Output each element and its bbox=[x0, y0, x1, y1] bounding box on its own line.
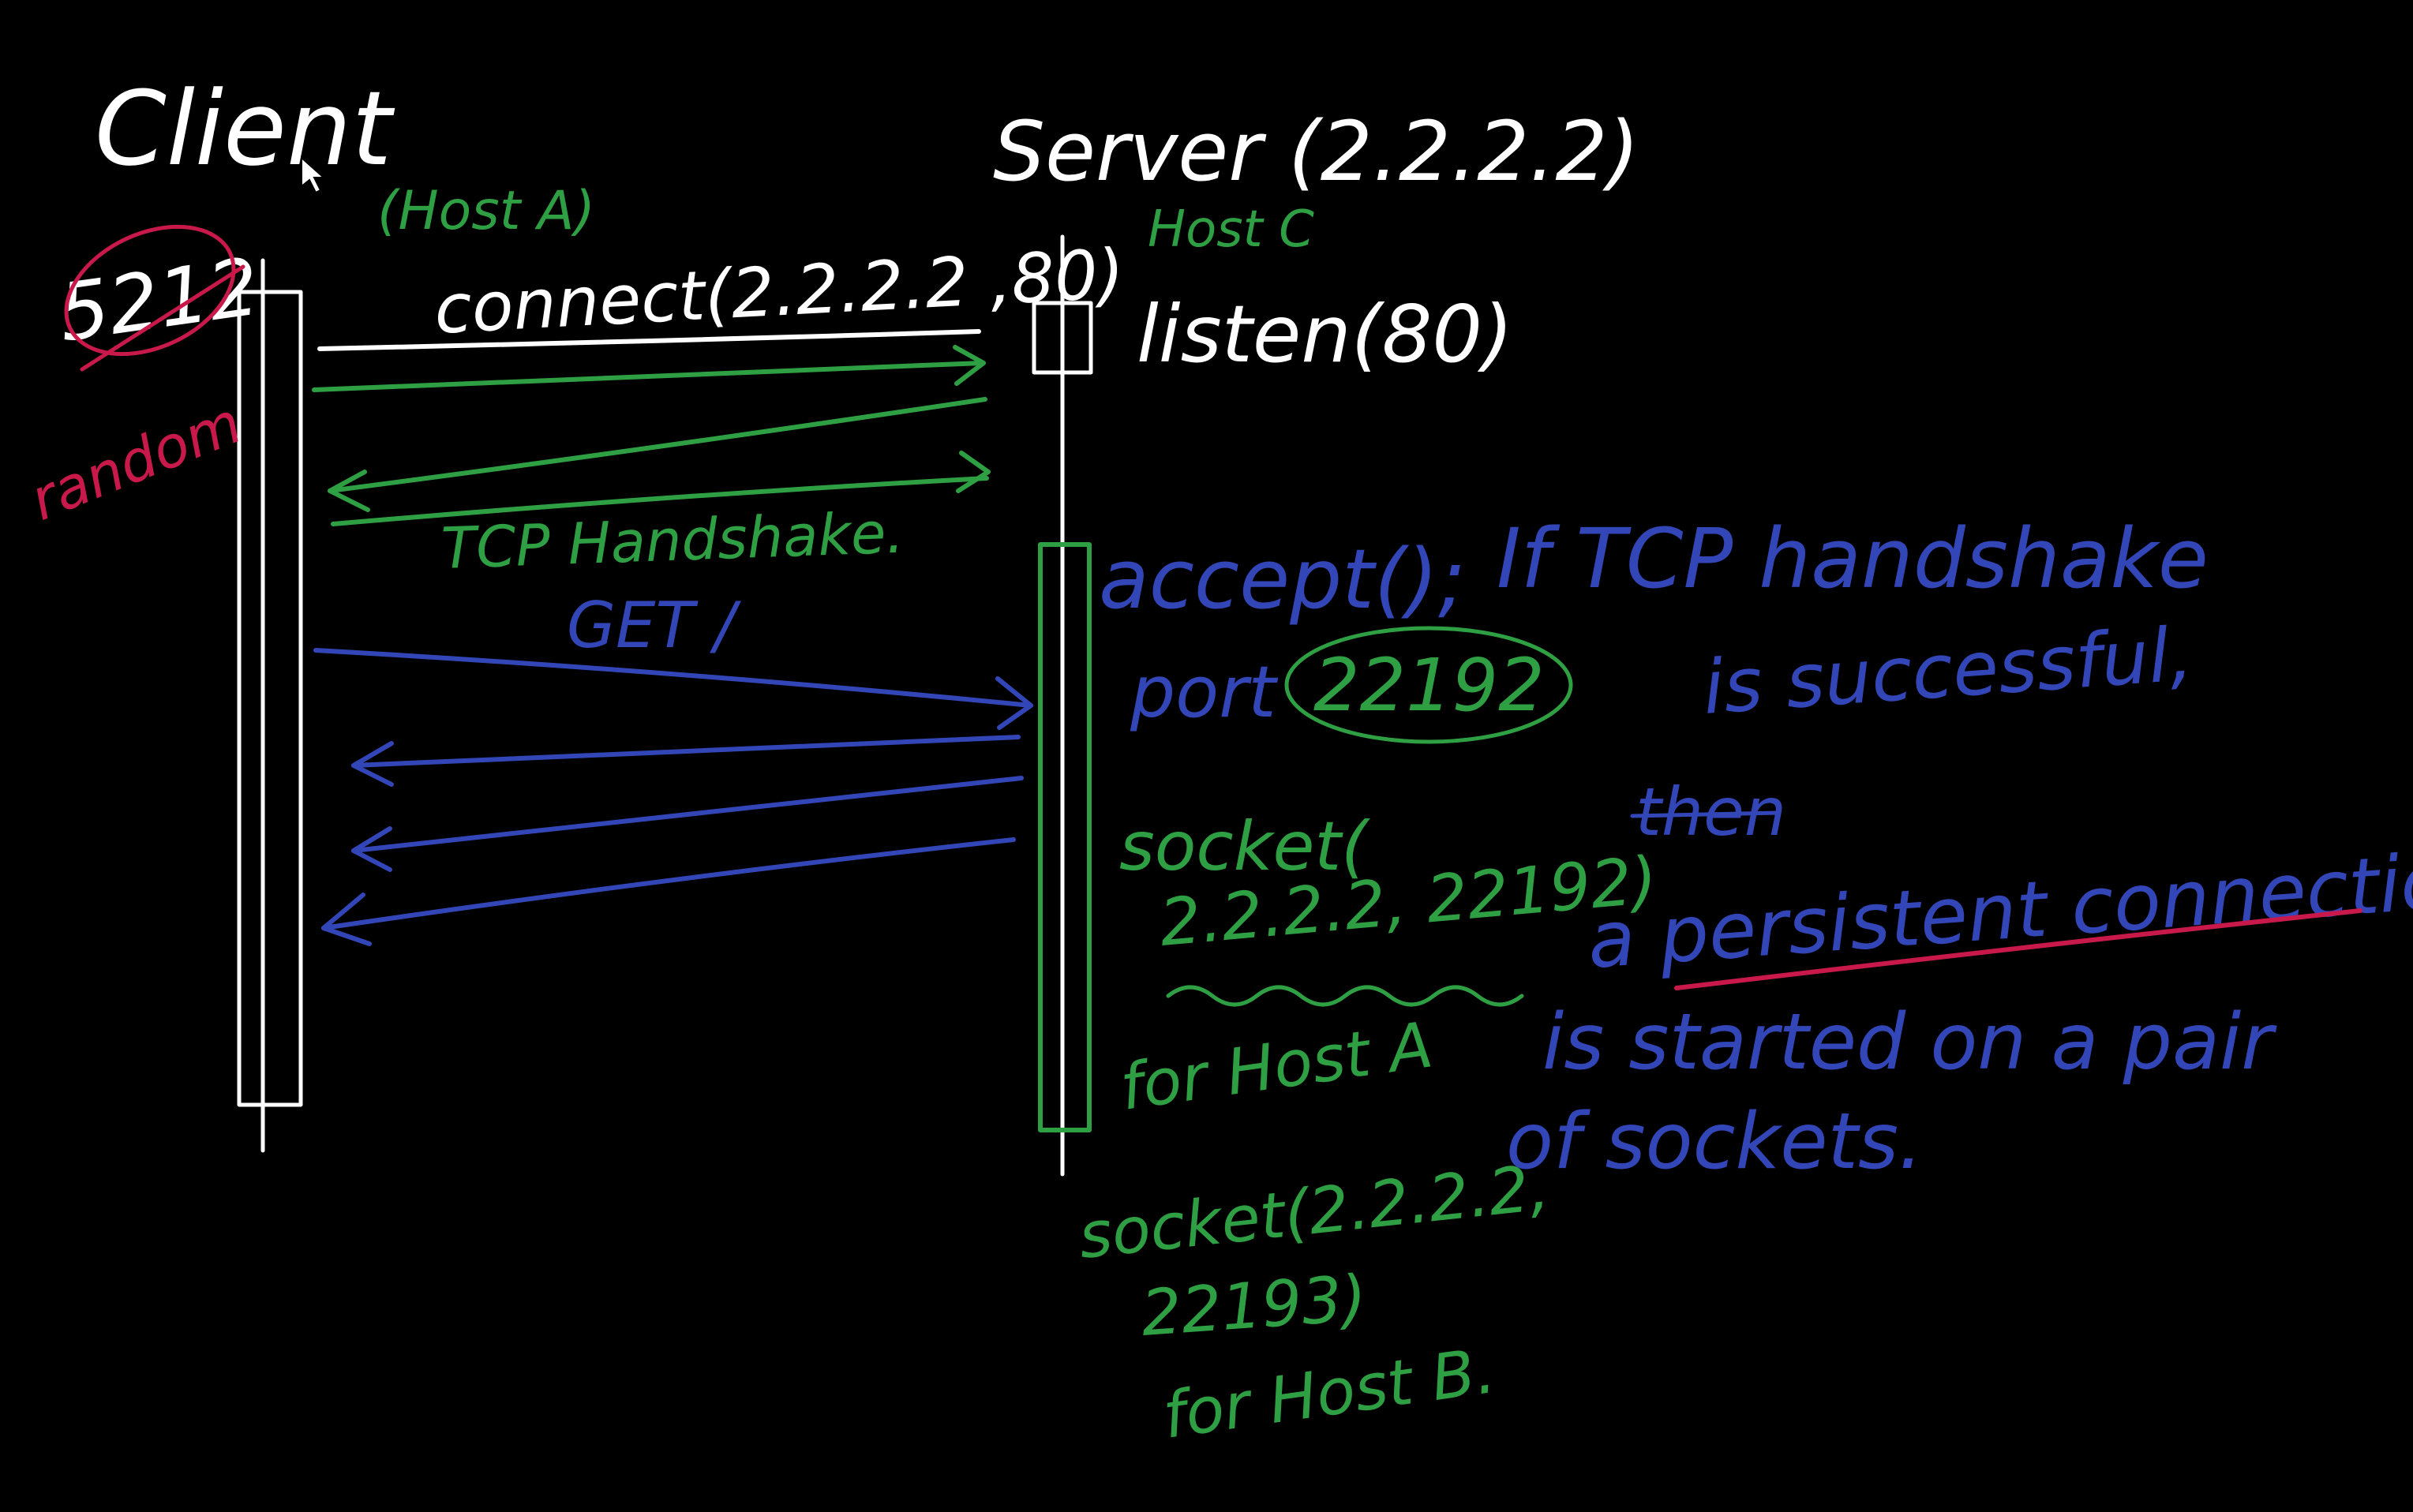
syn-ack-arrow bbox=[328, 397, 987, 493]
accept-activation-box bbox=[1038, 542, 1092, 1132]
accept-call: accept(); bbox=[1099, 531, 1466, 627]
socket-a-underline bbox=[1166, 985, 1524, 1007]
socket-b-line2: 22193) bbox=[1139, 1261, 1369, 1350]
tcp-handshake-arrows bbox=[312, 345, 991, 526]
port-circle bbox=[64, 224, 236, 357]
client-port-group: 5212 random bbox=[21, 224, 264, 533]
client-lifeline bbox=[237, 258, 303, 1153]
server-title: Server (2.2.2.2) bbox=[993, 103, 1639, 200]
tcp-handshake-label: TCP Handshake. bbox=[440, 500, 905, 582]
explain-line4: a persistent connection bbox=[1585, 833, 2413, 986]
client-activation-box bbox=[237, 290, 303, 1107]
then-strike bbox=[1630, 810, 1780, 818]
connect-arrow-line bbox=[317, 329, 981, 351]
response-arrow-2 bbox=[351, 776, 1024, 853]
server-host-label: Host C bbox=[1148, 200, 1314, 259]
ack-arrow bbox=[331, 476, 989, 526]
connect-label: connect(2.2.2.2 ,80) bbox=[433, 234, 1126, 350]
listen-call: listen(80) bbox=[1137, 288, 1513, 380]
server-lifeline bbox=[1032, 234, 1093, 1177]
socket-a-line1: socket( bbox=[1119, 807, 1370, 886]
listen-activation-box bbox=[1032, 301, 1093, 375]
connection-underline bbox=[1674, 908, 2362, 990]
get-arrow bbox=[313, 648, 1033, 708]
explain-line1: If TCP handshake bbox=[1497, 511, 2209, 607]
explain-line2: is successful, bbox=[1700, 612, 2195, 732]
for-host-a: for Host A bbox=[1116, 1008, 1437, 1124]
socket-b-line1: socket(2.2.2.2, bbox=[1075, 1151, 1552, 1273]
client-host-label: (Host A) bbox=[377, 180, 595, 242]
port-strike bbox=[80, 264, 245, 372]
response-arrow-1 bbox=[351, 735, 1021, 768]
server-port-value: 22192 bbox=[1313, 643, 1545, 728]
client-title: Client bbox=[95, 69, 395, 189]
for-host-b: for Host B. bbox=[1159, 1334, 1500, 1453]
explain-line6: of sockets. bbox=[1506, 1097, 1923, 1187]
response-arrows bbox=[321, 735, 1024, 946]
response-arrow-3 bbox=[321, 837, 1016, 930]
port-value-circle bbox=[1284, 626, 1573, 744]
explain-line5: is started on a pair bbox=[1542, 997, 2277, 1087]
mouse-pointer-icon bbox=[301, 155, 326, 194]
get-label: GET / bbox=[567, 589, 742, 662]
syn-arrow bbox=[312, 361, 984, 392]
port-prefix: port bbox=[1130, 651, 1279, 734]
random-note: random bbox=[21, 389, 250, 533]
explanation-note: If TCP handshake is successful, then a p… bbox=[1497, 511, 2413, 1187]
